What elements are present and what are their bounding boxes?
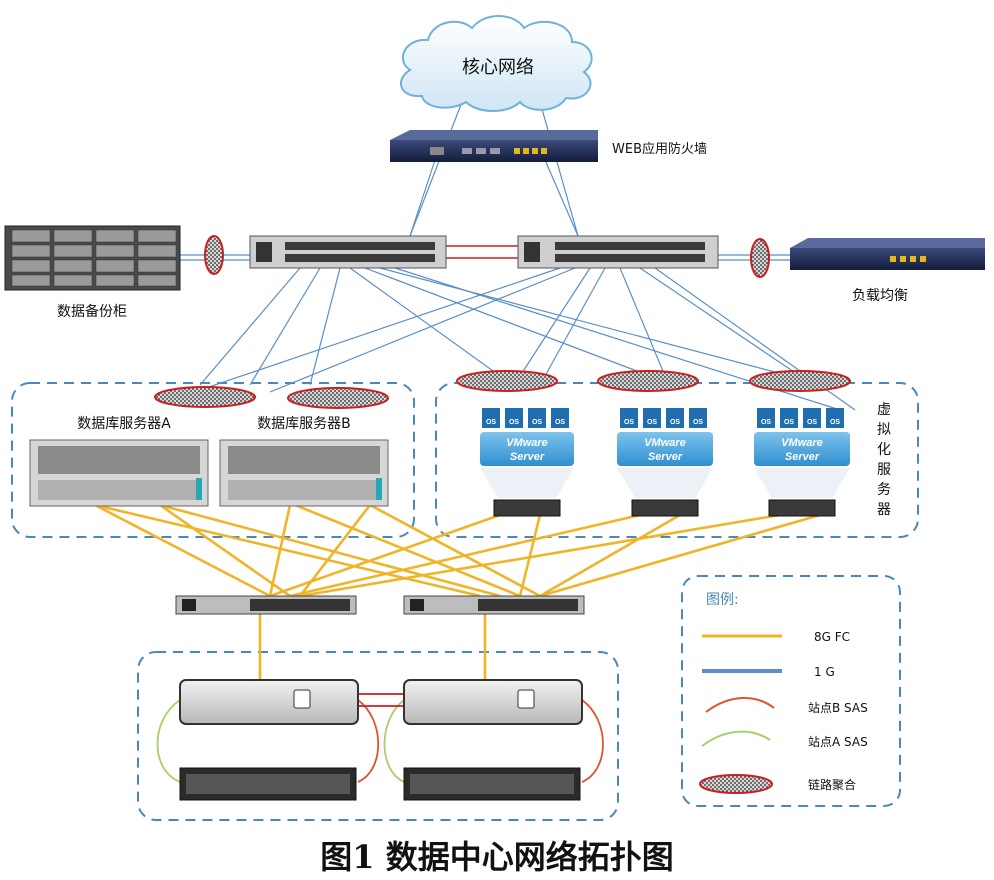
svg-text:OS: OS bbox=[693, 419, 703, 426]
svg-text:OS: OS bbox=[761, 419, 771, 426]
legend-label-sitea: 站点A SAS bbox=[808, 735, 868, 749]
legend-swatch-aggregation bbox=[699, 774, 773, 794]
core-switch-left bbox=[249, 235, 447, 269]
svg-text:OS: OS bbox=[509, 419, 519, 426]
core-switch-right bbox=[517, 235, 719, 269]
svg-text:器: 器 bbox=[877, 502, 891, 518]
db-server-b-device bbox=[219, 439, 389, 507]
legend: 图例: 8G FC 1 G 站点B SAS 站点A SAS 链路聚合 bbox=[699, 592, 868, 794]
svg-text:Server: Server bbox=[510, 451, 545, 463]
legend-swatch-siteb bbox=[705, 696, 775, 713]
core-network-cloud: 核心网络 bbox=[399, 15, 593, 112]
backup-cabinet-device: 数据备份柜 bbox=[4, 225, 181, 320]
svg-text:虚: 虚 bbox=[877, 402, 891, 418]
aggregation-oval-db-a bbox=[154, 386, 256, 408]
aggregation-oval-vm1 bbox=[456, 370, 558, 392]
backup-cabinet-label: 数据备份柜 bbox=[57, 303, 127, 320]
svg-text:OS: OS bbox=[624, 419, 634, 426]
aggregation-oval-backup bbox=[204, 235, 224, 275]
db-server-a-label: 数据库服务器A bbox=[77, 416, 171, 432]
db-server-a-device bbox=[29, 439, 209, 507]
aggregation-oval-loadbalancer bbox=[750, 238, 770, 278]
load-balancer-device: 负载均衡 bbox=[790, 238, 985, 304]
site-sas-links bbox=[156, 693, 604, 783]
disk-shelf-right bbox=[403, 767, 581, 801]
svg-text:务: 务 bbox=[877, 482, 891, 498]
virtualization-group-label: 虚 拟 化 服 务 器 bbox=[877, 402, 891, 518]
svg-text:OS: OS bbox=[486, 419, 496, 426]
legend-label-aggregation: 链路聚合 bbox=[808, 777, 856, 792]
disk-shelf-left bbox=[179, 767, 357, 801]
legend-label-siteb: 站点B SAS bbox=[808, 701, 868, 715]
db-server-b-label: 数据库服务器B bbox=[257, 416, 351, 432]
storage-group-box bbox=[137, 651, 619, 821]
svg-text:OS: OS bbox=[647, 419, 657, 426]
svg-text:VMware: VMware bbox=[644, 437, 686, 449]
fc-links bbox=[94, 503, 821, 680]
aggregation-oval-vm2 bbox=[597, 370, 699, 392]
load-balancer-label: 负载均衡 bbox=[852, 288, 908, 304]
storage-controller-left bbox=[179, 679, 359, 725]
svg-text:OS: OS bbox=[807, 419, 817, 426]
web-firewall-device: WEB应用防火墙 bbox=[390, 130, 707, 162]
svg-text:Server: Server bbox=[785, 451, 820, 463]
vmware-server-1: OS OS OS OS VMware Server bbox=[480, 408, 574, 517]
svg-text:OS: OS bbox=[784, 419, 794, 426]
storage-controller-right bbox=[403, 679, 583, 725]
svg-text:拟: 拟 bbox=[877, 422, 891, 438]
svg-text:VMware: VMware bbox=[781, 437, 823, 449]
vmware-server-2: OS OS OS OS VMware Server bbox=[617, 408, 713, 517]
legend-label-1g: 1 G bbox=[814, 665, 835, 679]
aggregation-oval-db-b bbox=[287, 387, 389, 409]
legend-box bbox=[681, 575, 901, 807]
aggregation-oval-vm3 bbox=[749, 370, 851, 392]
db-server-group-box bbox=[11, 382, 415, 538]
web-firewall-label: WEB应用防火墙 bbox=[612, 141, 707, 157]
svg-text:服: 服 bbox=[877, 462, 891, 478]
svg-text:OS: OS bbox=[532, 419, 542, 426]
svg-text:OS: OS bbox=[555, 419, 565, 426]
vmware-server-3: OS OS OS OS VMware Server bbox=[754, 408, 850, 517]
switch-interlink bbox=[446, 245, 518, 259]
legend-label-fc: 8G FC bbox=[814, 630, 850, 644]
svg-text:OS: OS bbox=[830, 419, 840, 426]
svg-text:Server: Server bbox=[648, 451, 683, 463]
core-network-label: 核心网络 bbox=[462, 57, 534, 78]
san-switch-left bbox=[175, 595, 357, 615]
svg-text:VMware: VMware bbox=[506, 437, 548, 449]
san-switch-right bbox=[403, 595, 585, 615]
figure-caption: 图1 数据中心网络拓扑图 bbox=[320, 838, 673, 876]
legend-swatch-sitea bbox=[701, 730, 771, 747]
legend-title: 图例: bbox=[706, 592, 739, 608]
svg-text:化: 化 bbox=[877, 442, 891, 458]
svg-text:OS: OS bbox=[670, 419, 680, 426]
